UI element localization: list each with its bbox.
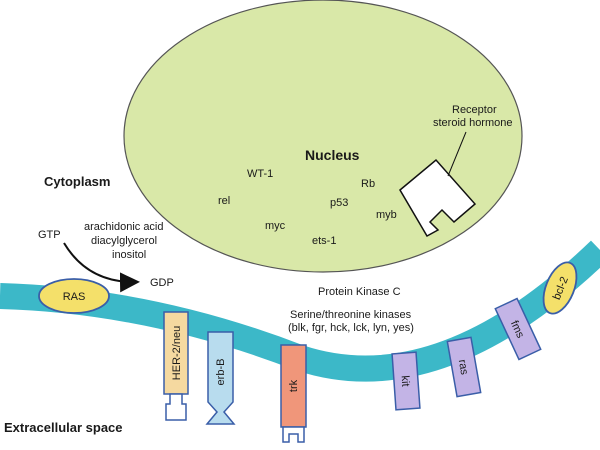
kinases-label-1: Serine/threonine kinases	[290, 309, 412, 321]
nucleus-label: Nucleus	[305, 147, 360, 163]
her2-label: HER-2/neu	[171, 326, 183, 380]
erbb-receptor: erb-B	[205, 331, 236, 425]
pkc-label: Protein Kinase C	[318, 286, 401, 298]
gene-myc: myc	[265, 220, 286, 232]
second-messenger-3: inositol	[112, 249, 146, 261]
kit-label: kit	[399, 375, 412, 387]
kit-box	[391, 351, 421, 411]
gene-ets1: ets-1	[312, 235, 336, 247]
her2-stem	[165, 393, 187, 421]
fms-protein: fms	[494, 297, 542, 361]
receptor-label-line-1: Receptor	[452, 104, 497, 116]
ras-box	[446, 336, 482, 398]
gene-myb: myb	[376, 209, 397, 221]
second-messenger-2: diacylglycerol	[91, 235, 157, 247]
gene-rel: rel	[218, 195, 230, 207]
trk-box	[280, 344, 307, 428]
gtp-label: GTP	[38, 229, 61, 241]
erbb-label: erb-B	[215, 359, 227, 386]
second-messenger-1: arachidonic acid	[84, 221, 164, 233]
fms-box	[494, 297, 542, 361]
gene-wt1: WT-1	[247, 168, 273, 180]
kit-protein: kit	[391, 351, 421, 411]
bcl2-oval	[542, 261, 578, 315]
trk-receptor: trk	[280, 344, 307, 443]
trk-stem	[282, 426, 305, 443]
gene-p53: p53	[330, 197, 348, 209]
kinases-label-2: (blk, fgr, hck, lck, lyn, yes)	[288, 322, 414, 334]
receptor-label-line-2: steroid hormone	[433, 117, 513, 129]
cytoplasm-label: Cytoplasm	[44, 174, 110, 189]
receptor-pointer-line	[447, 131, 467, 177]
gtp-gdp-arrow	[63, 242, 140, 293]
ras-oval	[38, 278, 110, 314]
gdp-label: GDP	[150, 277, 174, 289]
bcl2-protein: bcl-2	[542, 261, 578, 315]
nucleus-ellipse	[123, 0, 523, 273]
extracellular-label: Extracellular space	[4, 420, 123, 435]
ras-oval-label: RAS	[63, 291, 86, 303]
trk-label: trk	[288, 379, 300, 392]
ras-protein: ras	[446, 336, 482, 398]
gene-rb: Rb	[361, 178, 375, 190]
her2-receptor: HER-2/neu	[163, 311, 189, 421]
erbb-shape	[205, 331, 236, 425]
ras-box-label: ras	[456, 359, 471, 377]
